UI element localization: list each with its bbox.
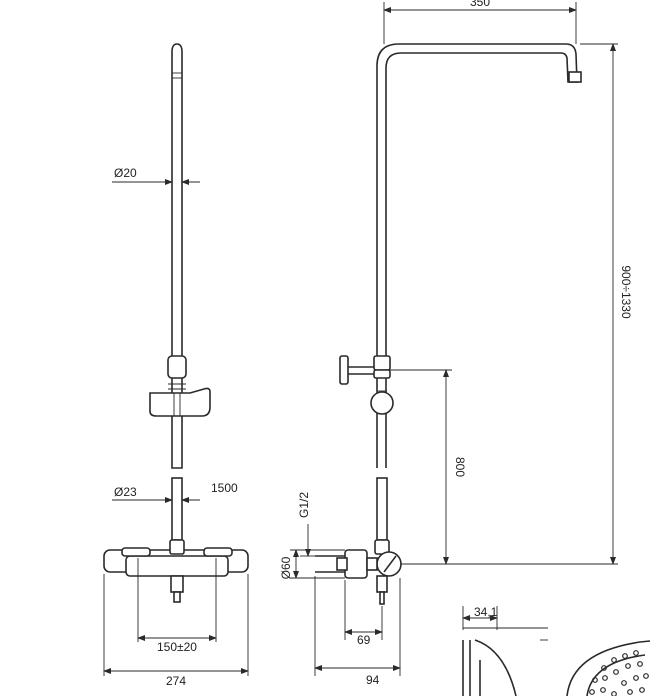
shower-head-side: 34,1 bbox=[462, 605, 548, 696]
dim-height-range: 900÷1330 bbox=[619, 265, 633, 319]
dim-connection: G1/2 bbox=[297, 492, 311, 518]
mixer-side-body bbox=[344, 549, 368, 579]
dim-top-width: 350 bbox=[470, 0, 490, 9]
dim-head-height: 34,1 bbox=[474, 605, 498, 619]
dim-mixer-diameter: Ø60 bbox=[279, 556, 293, 579]
diverter-knob bbox=[370, 391, 394, 415]
side-dimensions: 350 900÷1330 800 G1/2 Ø60 69 94 bbox=[279, 0, 633, 687]
dim-centers: 150±20 bbox=[157, 640, 197, 654]
top-arm bbox=[376, 43, 578, 468]
dim-handle-height: 800 bbox=[453, 457, 467, 477]
spout bbox=[170, 575, 184, 593]
diverter-handle bbox=[339, 355, 349, 385]
side-view bbox=[315, 43, 582, 605]
front-dimensions: Ø20 Ø23 1500 150±20 274 bbox=[103, 166, 249, 688]
slider-collar bbox=[167, 355, 187, 379]
slide-rail-upper bbox=[171, 43, 183, 469]
slide-rail-lower bbox=[171, 477, 183, 541]
front-view bbox=[103, 43, 249, 603]
mixer-center bbox=[125, 555, 229, 577]
riser-lower bbox=[376, 477, 388, 541]
dim-depth: 94 bbox=[366, 673, 380, 687]
dim-bar-length: 1500 bbox=[211, 481, 238, 495]
dim-mixer-width: 274 bbox=[166, 674, 186, 688]
dim-tube-diameter: Ø20 bbox=[114, 166, 137, 180]
dim-bar-diameter: Ø23 bbox=[114, 485, 137, 499]
diverter-collar bbox=[373, 355, 391, 371]
dim-projection: 69 bbox=[357, 633, 371, 647]
shower-head-front bbox=[566, 640, 650, 696]
